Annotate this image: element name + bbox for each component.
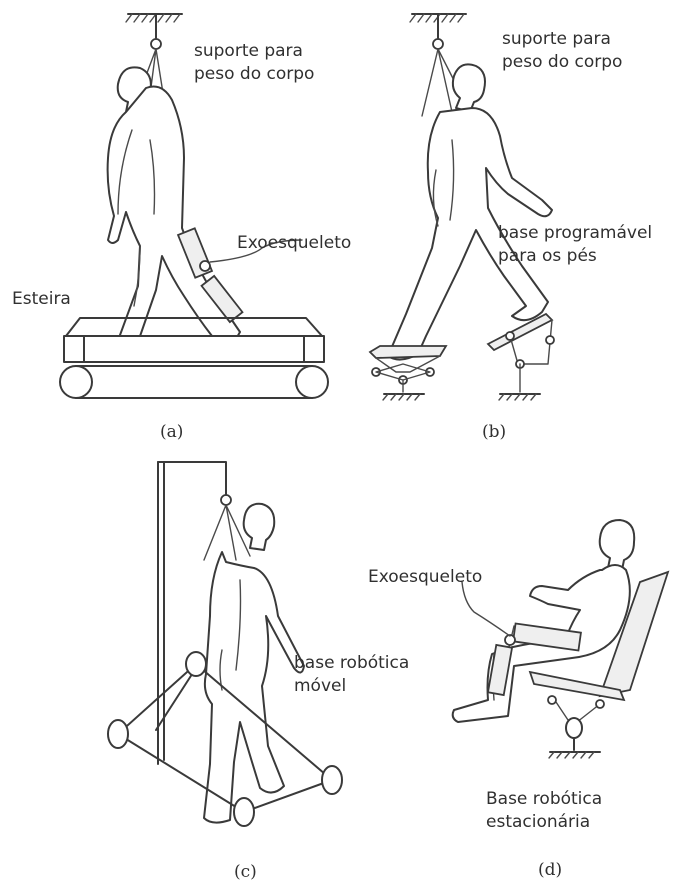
panel-d-drawing	[453, 520, 668, 758]
walking-figure-c	[204, 504, 304, 823]
ceiling-mount-b	[410, 14, 466, 116]
label-treadmill-a: Esteira	[12, 288, 71, 311]
label-support-a: suporte para peso do corpo	[194, 40, 314, 86]
treadmill-a	[60, 318, 328, 398]
panel-c-drawing	[108, 462, 342, 826]
footplate-left-b	[370, 346, 446, 400]
label-exoskeleton-d: Exoesqueleto	[368, 566, 482, 589]
label-footplates-b: base programável para os pés	[498, 222, 652, 268]
footplate-right-b	[488, 314, 554, 400]
walking-figure-a	[98, 67, 240, 360]
label-mobile-base-c: base robótica móvel	[294, 652, 409, 698]
ceiling-mount-a	[126, 14, 182, 49]
caption-d: (d)	[538, 860, 562, 880]
label-support-b: suporte para peso do corpo	[502, 28, 622, 74]
label-stationary-base-d: Base robótica estacionária	[486, 788, 602, 834]
caption-c: (c)	[234, 862, 257, 882]
caption-a: (a)	[160, 422, 183, 442]
caption-b: (b)	[482, 422, 506, 442]
walking-figure-b	[388, 64, 552, 359]
label-exoskeleton-a: Exoesqueleto	[237, 232, 351, 255]
